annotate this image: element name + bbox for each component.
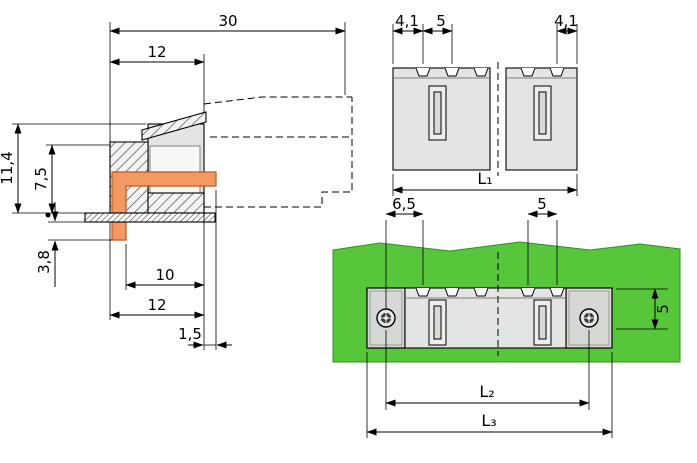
latch-section bbox=[141, 111, 207, 141]
male-pin bbox=[533, 85, 552, 141]
front-body-left bbox=[392, 67, 491, 171]
dim-l3-label: L₃ bbox=[481, 411, 496, 430]
dim-edge-left-label: 4,1 bbox=[395, 12, 419, 30]
dim-pitch-top-label: 5 bbox=[537, 195, 547, 213]
pin-slot-notch bbox=[549, 287, 565, 297]
pin-slot-notch bbox=[473, 287, 489, 297]
screw-hole-left bbox=[376, 308, 396, 328]
pin-slot-notch bbox=[415, 67, 431, 77]
dim-pitch-front-label: 5 bbox=[436, 12, 446, 30]
dim-pin-to-face-label: 10 bbox=[155, 266, 174, 284]
dim-hole-to-pin-label: 6,5 bbox=[392, 195, 416, 213]
top-view: 6,5 5 5 L₂ L₃ bbox=[332, 195, 681, 438]
side-view: 30 12 11,4 7,5 3,8 10 12 1,5 bbox=[0, 12, 353, 350]
pin-slot-notch bbox=[444, 287, 460, 297]
pin-slot-notch bbox=[473, 67, 489, 77]
male-pin bbox=[428, 85, 447, 141]
mating-connector-outline bbox=[203, 96, 353, 208]
housing-base-section bbox=[147, 192, 205, 214]
screw-hole-right bbox=[579, 308, 599, 328]
dim-overall-depth-label: 30 bbox=[218, 12, 237, 30]
front-view: 4,1 5 4,1 L₁ bbox=[392, 12, 578, 196]
dim-housing-depth-top-label: 12 bbox=[147, 43, 166, 61]
dim-edge-right-label: 4,1 bbox=[554, 12, 578, 30]
dim-housing-depth-bottom-label: 12 bbox=[147, 296, 166, 314]
dim-height-body-label: 7,5 bbox=[32, 167, 50, 191]
pin-slot-notch bbox=[520, 287, 536, 297]
datum-point bbox=[45, 212, 51, 218]
dim-blade-offset-label: 1,5 bbox=[178, 325, 202, 343]
dim-pin-below-label: 3,8 bbox=[35, 250, 53, 274]
pin-slot-notch bbox=[415, 287, 431, 297]
dim-body-width-label: 5 bbox=[654, 304, 672, 314]
dim-l1-label: L₁ bbox=[477, 169, 492, 188]
male-pin bbox=[533, 299, 552, 346]
pcb-section bbox=[84, 212, 216, 223]
pin-slot-notch bbox=[444, 67, 460, 77]
dim-l2-label: L₂ bbox=[479, 382, 494, 401]
pin-slot-notch bbox=[520, 67, 536, 77]
male-pin bbox=[428, 299, 447, 346]
dim-height-total-label: 11,4 bbox=[0, 151, 16, 184]
pin-slot-notch bbox=[549, 67, 565, 77]
